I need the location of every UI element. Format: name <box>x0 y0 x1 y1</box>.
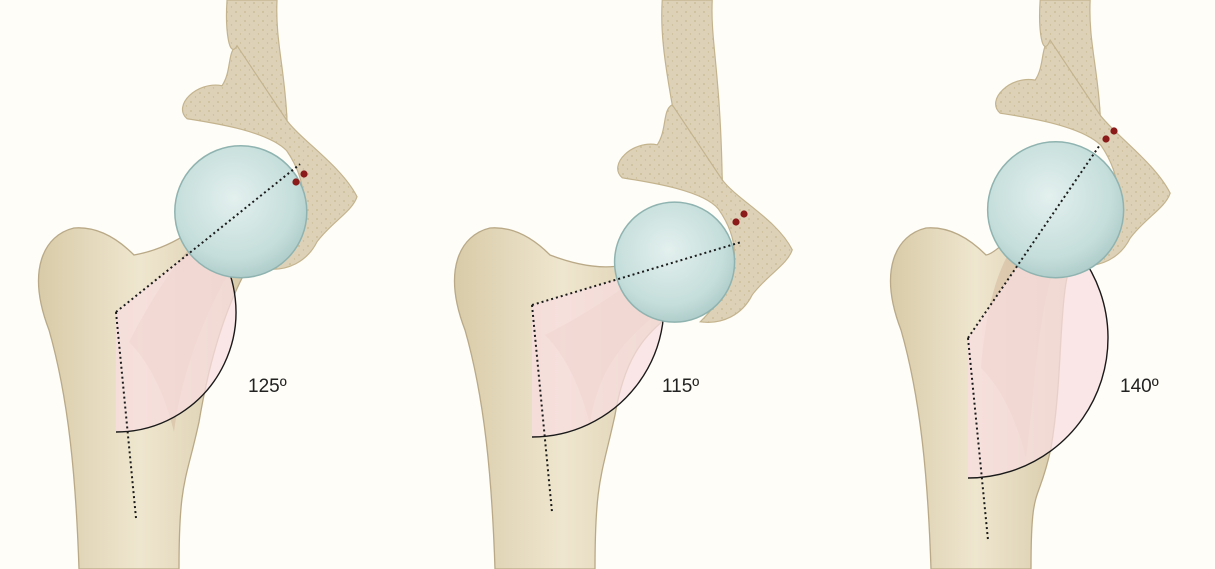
angle-label: 140º <box>1120 376 1159 397</box>
head-edge-marker <box>292 178 299 185</box>
angle-label: 115º <box>662 376 699 397</box>
acetabulum-edge-marker <box>300 170 307 177</box>
angle-label: 125º <box>248 376 287 397</box>
acetabulum-edge-marker <box>740 210 747 217</box>
head-edge-marker <box>1102 135 1109 142</box>
panel-coxa-valga: 140º <box>891 0 1171 569</box>
acetabulum-edge-marker <box>1110 127 1117 134</box>
panel-normal: 125º <box>39 0 357 569</box>
head-edge-marker <box>732 218 739 225</box>
femoral-head <box>615 202 735 322</box>
panel-coxa-vara: 115º <box>455 0 793 569</box>
